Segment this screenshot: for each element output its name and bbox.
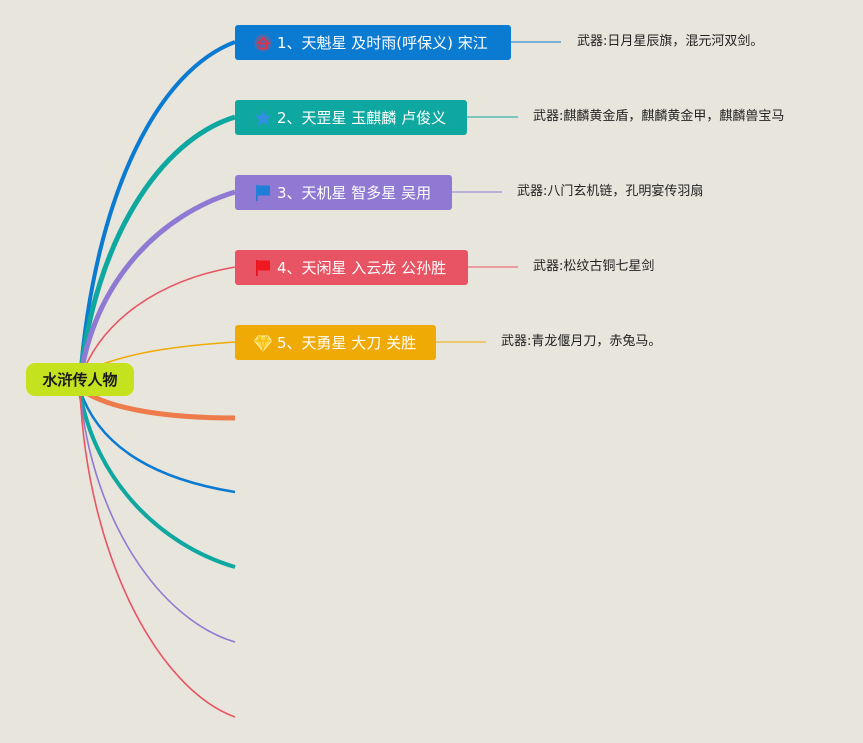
connector-branch-2: [77, 114, 236, 381]
red-flag-icon: [253, 258, 273, 278]
note-4: 武器:松纹古铜七星剑: [533, 257, 654, 277]
connector-empty-1: [80, 387, 236, 421]
branch-label-1: 1、天魁星 及时雨(呼保义) 宋江: [277, 34, 488, 52]
branch-node-2[interactable]: 2、天罡星 玉麒麟 卢俊义: [235, 100, 467, 135]
branch-label-5: 5、天勇星 大刀 关胜: [277, 334, 417, 352]
branch-node-4[interactable]: 4、天闲星 入云龙 公孙胜: [235, 250, 468, 285]
note-2: 武器:麒麟黄金盾，麒麟黄金甲，麒麟兽宝马: [533, 107, 784, 127]
note-text-5: 武器:青龙偃月刀，赤兔马。: [501, 334, 662, 349]
connector-empty-4: [79, 391, 236, 643]
blue-flag-icon: [253, 183, 273, 203]
root-topic[interactable]: 水浒传人物: [26, 363, 134, 396]
connector-branch-4: [79, 266, 236, 381]
branch-node-1[interactable]: 1、天魁星 及时雨(呼保义) 宋江: [235, 25, 511, 60]
connector-empty-3: [78, 391, 236, 569]
note-1: 武器:日月星辰旗，混元河双剑。: [577, 32, 763, 52]
note-text-1: 武器:日月星辰旗，混元河双剑。: [577, 34, 764, 49]
connector-branch-1: [78, 40, 236, 381]
branch-label-3: 3、天机星 智多星 吴用: [277, 184, 432, 202]
diamond-icon: [253, 333, 273, 353]
connector-empty-2: [78, 389, 236, 494]
star-icon: [253, 108, 273, 128]
note-5: 武器:青龙偃月刀，赤兔马。: [501, 332, 661, 352]
branch-node-5[interactable]: 5、天勇星 大刀 关胜: [235, 325, 436, 360]
connector-branch-3: [77, 189, 236, 381]
note-text-3: 武器:八门玄机链，孔明宴传羽扇: [517, 184, 704, 199]
connector-empty-5: [79, 391, 236, 718]
branch-node-3[interactable]: 3、天机星 智多星 吴用: [235, 175, 452, 210]
connector-branch-5: [99, 341, 236, 366]
note-text-2: 武器:麒麟黄金盾，麒麟黄金甲，麒麟兽宝马: [533, 109, 785, 124]
note-3: 武器:八门玄机链，孔明宴传羽扇: [517, 182, 703, 202]
branch-label-4: 4、天闲星 入云龙 公孙胜: [277, 259, 447, 277]
note-text-4: 武器:松纹古铜七星剑: [533, 259, 655, 274]
branch-label-2: 2、天罡星 玉麒麟 卢俊义: [277, 109, 447, 127]
root-topic-label: 水浒传人物: [42, 371, 118, 389]
house-icon: [253, 33, 273, 53]
